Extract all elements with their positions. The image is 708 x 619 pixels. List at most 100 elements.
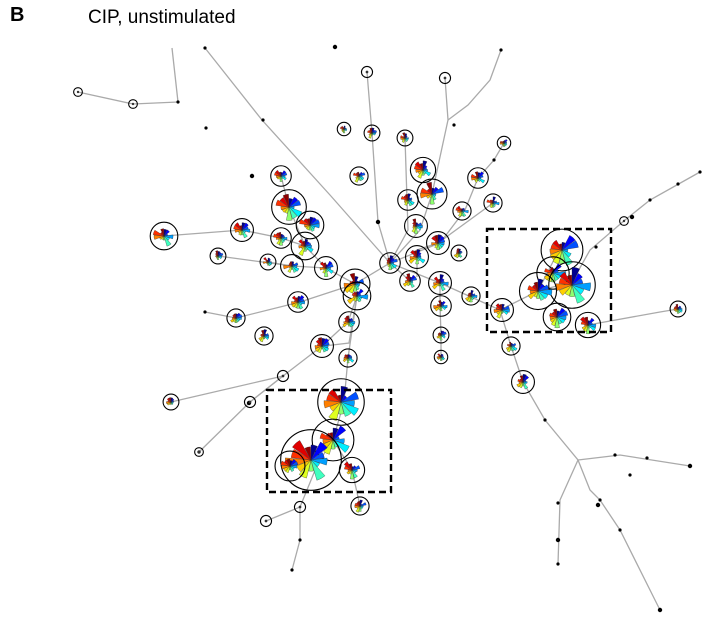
marker-petal <box>553 308 558 318</box>
marker-petal <box>288 198 293 208</box>
marker-petal <box>267 261 269 266</box>
marker-petal <box>569 284 575 297</box>
marker-petal <box>556 315 567 321</box>
marker-petal <box>314 345 323 352</box>
cluster-node <box>290 231 320 261</box>
marker-petal <box>284 206 290 214</box>
marker-petal <box>283 265 293 270</box>
marker-petal <box>496 309 503 319</box>
marker-petal <box>495 306 503 311</box>
marker-petal <box>358 172 366 177</box>
marker-petal <box>426 182 433 195</box>
marker-petal <box>321 345 327 353</box>
cluster-node <box>574 311 602 339</box>
node-outline <box>461 286 481 306</box>
singleton-node <box>203 46 207 50</box>
marker-petal <box>297 301 304 310</box>
marker-petal <box>412 221 417 227</box>
node-outline <box>399 270 421 292</box>
marker-petal <box>420 187 433 195</box>
marker-petal <box>356 288 364 297</box>
marker-petal <box>404 137 408 142</box>
node-outline <box>317 378 365 426</box>
marker-petal <box>529 290 539 295</box>
marker-petal <box>346 469 353 475</box>
node-outline <box>287 291 309 313</box>
node-outline <box>396 129 414 147</box>
marker-petal <box>343 128 347 132</box>
node-outline <box>540 228 584 272</box>
marker-petal <box>353 295 358 302</box>
marker-petal <box>436 242 440 250</box>
marker-petal <box>348 321 353 328</box>
cluster-node <box>428 271 452 295</box>
marker-petal <box>241 222 246 231</box>
marker-petal <box>561 242 566 251</box>
node-core <box>264 519 268 523</box>
node-outline <box>254 326 274 346</box>
marker-petal <box>280 460 291 467</box>
marker-petal <box>351 469 357 474</box>
marker-petal <box>304 241 310 247</box>
marker-petal <box>315 339 323 347</box>
cluster-node <box>230 218 254 242</box>
marker-petal <box>581 324 589 331</box>
singleton-node <box>595 502 601 508</box>
cluster-node <box>336 121 352 137</box>
marker-petal <box>469 295 473 303</box>
node-outline <box>432 326 450 344</box>
marker-petal <box>310 441 328 461</box>
cluster-node <box>259 514 273 528</box>
marker-petal <box>357 501 361 507</box>
marker-petal <box>550 316 558 323</box>
marker-petal <box>288 206 295 209</box>
marker-petal <box>431 187 444 195</box>
marker-petal <box>354 283 360 291</box>
marker-petal <box>519 378 524 383</box>
marker-petal <box>289 461 299 467</box>
cluster-node <box>311 418 355 462</box>
tree-edge <box>217 255 293 267</box>
marker-petal <box>548 268 554 274</box>
tree-edge <box>389 142 505 264</box>
marker-petal <box>298 239 306 247</box>
marker-petal <box>304 224 311 228</box>
cluster-node <box>452 201 472 221</box>
node-outline <box>194 447 204 457</box>
marker-petal <box>517 378 524 383</box>
singleton-node <box>629 214 635 220</box>
marker-petal <box>537 290 545 301</box>
marker-petal <box>342 321 350 328</box>
marker-petal <box>440 356 443 361</box>
node-outline <box>293 500 307 514</box>
marker-petal <box>343 128 346 134</box>
marker-petal <box>347 357 354 363</box>
marker-petal <box>422 165 428 171</box>
marker-petal <box>351 469 358 479</box>
marker-petal <box>438 300 442 307</box>
marker-petal <box>278 232 282 239</box>
marker-petal <box>369 127 373 134</box>
marker-petal <box>368 132 373 136</box>
marker-petal <box>332 439 350 453</box>
singleton-node <box>290 568 294 572</box>
cluster-node <box>399 270 421 292</box>
marker-petal <box>460 208 463 212</box>
marker-petal <box>286 206 293 221</box>
marker-petal <box>460 210 464 217</box>
marker-petal <box>291 301 299 308</box>
marker-petal <box>491 199 494 204</box>
panel-letter: B <box>10 4 25 26</box>
marker-petal <box>552 239 563 251</box>
cluster-node <box>280 254 304 278</box>
marker-petal <box>474 177 479 183</box>
marker-petal <box>282 206 290 213</box>
marker-petal <box>235 317 240 323</box>
cluster-node <box>404 214 428 238</box>
marker-petal <box>552 269 559 274</box>
node-outline <box>574 311 602 339</box>
marker-petal <box>387 257 391 264</box>
marker-petal <box>559 271 573 286</box>
marker-petal <box>550 316 558 327</box>
marker-petal <box>304 245 312 249</box>
